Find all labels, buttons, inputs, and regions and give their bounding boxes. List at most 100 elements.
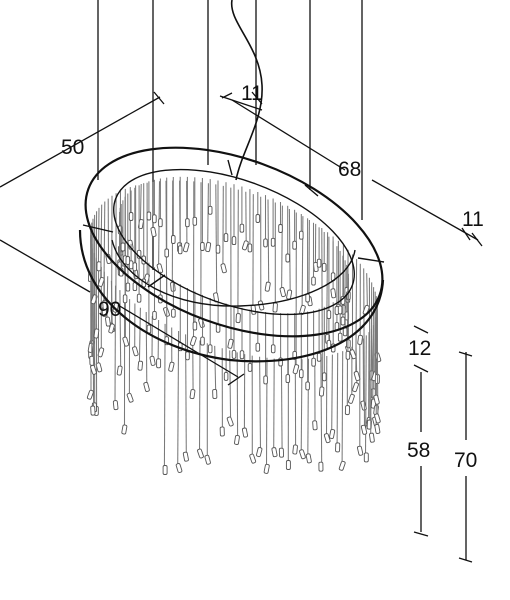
crystal-drop	[292, 364, 300, 375]
crystal-drop	[285, 253, 290, 263]
oval-ring	[78, 146, 385, 363]
ring-inner-bottom-edge	[111, 239, 356, 307]
crystal-drop	[352, 382, 359, 393]
crystal-drop	[348, 393, 355, 404]
crystal-strand	[92, 218, 95, 369]
crystal-drop	[220, 263, 227, 274]
crystal-drop	[305, 293, 310, 303]
crystal-drop	[342, 327, 348, 337]
crystal-drop	[247, 362, 253, 372]
crystal-drop	[285, 374, 291, 384]
crystal-drop	[146, 211, 152, 221]
crystal-drop	[270, 344, 276, 354]
crystal-drop	[116, 365, 123, 376]
crystal-strand	[229, 350, 232, 421]
crystal-strands	[86, 176, 382, 475]
crystal-drop	[326, 310, 332, 320]
crystal-drop	[162, 465, 168, 475]
ring-inner-top-edge	[113, 168, 355, 316]
crystal-drop	[255, 214, 261, 223]
crystal-strand	[139, 183, 142, 223]
crystal-drop	[156, 358, 162, 369]
crystal-drop	[345, 350, 351, 360]
crystal-drop	[272, 302, 278, 313]
crystal-drop	[278, 224, 283, 233]
crystal-strand	[207, 183, 209, 246]
crystal-strand	[336, 352, 339, 446]
crystal-drop	[344, 405, 351, 416]
crystal-drop	[171, 308, 176, 318]
crystal-drop	[279, 287, 286, 298]
crystal-drop	[340, 316, 346, 326]
crystal-drop	[185, 351, 190, 361]
crystal-drop	[227, 338, 234, 349]
crystal-drop	[305, 453, 312, 464]
crystal-drop	[337, 305, 343, 315]
crystal-strand	[320, 357, 323, 466]
crystal-drop	[177, 245, 183, 255]
crystal-drop	[373, 394, 380, 405]
crystal-drop	[226, 416, 234, 427]
crystal-drop	[137, 360, 143, 371]
crystal-drop	[292, 444, 298, 455]
ring-segment-joint	[227, 159, 233, 176]
crystal-drop	[374, 413, 381, 424]
crystal-drop	[223, 371, 229, 381]
crystal-drop	[207, 344, 213, 354]
crystal-drop	[231, 236, 237, 246]
crystal-strand	[138, 307, 141, 365]
crystal-drop	[263, 375, 268, 385]
crystal-strand	[341, 351, 344, 465]
ring-segment-joint	[82, 224, 114, 233]
crystal-drop	[369, 432, 375, 443]
crystal-drop	[362, 304, 370, 315]
crystal-drop	[95, 362, 103, 373]
crystal-drop	[126, 392, 134, 403]
crystal-drop	[108, 323, 115, 334]
crystal-drop	[112, 400, 119, 411]
crystal-drop	[353, 371, 361, 382]
crystal-drop	[292, 240, 297, 250]
crystal-drop	[241, 427, 248, 438]
crystal-drop	[318, 461, 324, 472]
crystal-drop	[204, 454, 211, 465]
crystal-strand	[259, 356, 262, 451]
crystal-drop	[250, 304, 257, 315]
crystal-drop	[337, 332, 343, 342]
dimension-label-ring-length: 90	[98, 298, 121, 321]
crystal-drop	[97, 276, 105, 287]
crystal-strand	[308, 219, 310, 300]
crystal-drop	[270, 237, 276, 247]
crystal-drop	[285, 460, 291, 470]
dimension-label-overall-height: 70	[454, 449, 477, 472]
crystal-strand	[198, 340, 201, 453]
crystal-strand	[331, 354, 333, 433]
crystal-strand	[163, 323, 166, 469]
crystal-drop	[263, 463, 270, 474]
dimension-lines	[0, 91, 483, 563]
crystal-drop	[329, 428, 336, 439]
dimension-label-ring-width: 68	[338, 158, 361, 181]
crystal-drop	[338, 460, 346, 471]
crystal-drop	[316, 258, 322, 268]
crystal-drop	[93, 328, 100, 339]
crystal-drop	[239, 350, 245, 360]
crystal-strand	[177, 330, 180, 467]
crystal-drop	[192, 321, 198, 331]
crystal-strand	[281, 205, 283, 291]
crystal-strand	[288, 208, 291, 294]
crystal-strand	[363, 268, 366, 429]
crystal-strand	[95, 211, 98, 333]
power-cable	[230, 0, 263, 181]
crystal-strand	[157, 319, 160, 362]
crystal-drop	[234, 434, 240, 445]
crystal-drop	[185, 218, 190, 228]
crystal-drop	[215, 244, 221, 254]
crystal-drop	[128, 212, 134, 221]
crystal-drop	[323, 433, 331, 444]
crystal-drop	[249, 453, 257, 464]
crystal-drop	[257, 300, 265, 311]
dimension-label-ring-depth: 50	[61, 136, 84, 159]
crystal-drop	[149, 355, 156, 366]
